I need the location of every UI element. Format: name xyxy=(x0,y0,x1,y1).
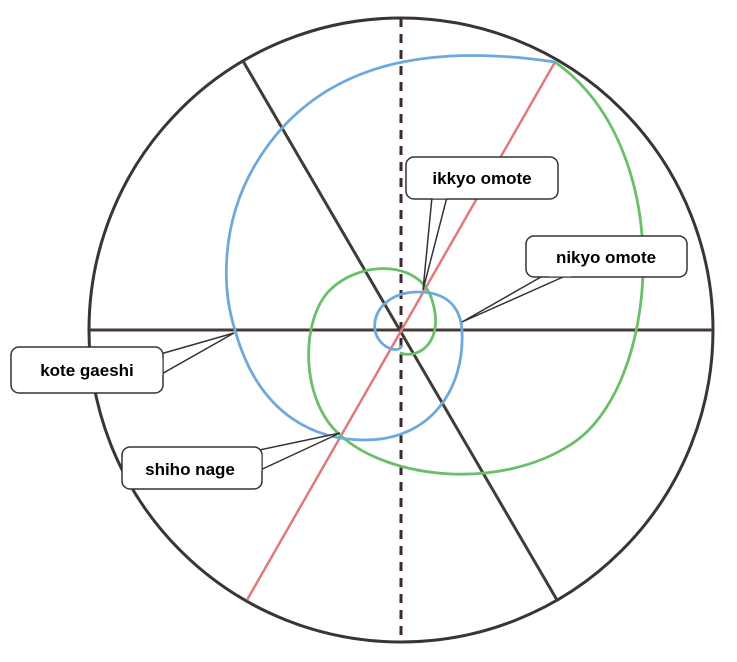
callout-box xyxy=(405,156,559,200)
callout-nikyo-omote: nikyo omote xyxy=(461,235,688,323)
callout-box xyxy=(525,235,688,278)
label-shiho-nage: shiho nage xyxy=(145,460,235,479)
callout-box xyxy=(121,446,263,490)
callout-pointer xyxy=(422,196,448,291)
label-ikkyo-omote: ikkyo omote xyxy=(432,169,531,188)
label-nikyo-omote: nikyo omote xyxy=(556,248,656,267)
callout-pointer xyxy=(461,272,573,323)
callout-ikkyo-omote: ikkyo omote xyxy=(405,156,559,291)
red-diagonal-line xyxy=(245,61,557,601)
callout-box xyxy=(10,346,164,394)
callout-kote-gaeshi: kote gaeshi xyxy=(10,332,235,394)
callout-shiho-nage: shiho nage xyxy=(121,432,341,490)
blue-spiral xyxy=(224,54,556,442)
callout-pointer xyxy=(249,432,341,474)
green-spiral xyxy=(307,60,645,476)
label-kote-gaeshi: kote gaeshi xyxy=(40,361,134,380)
